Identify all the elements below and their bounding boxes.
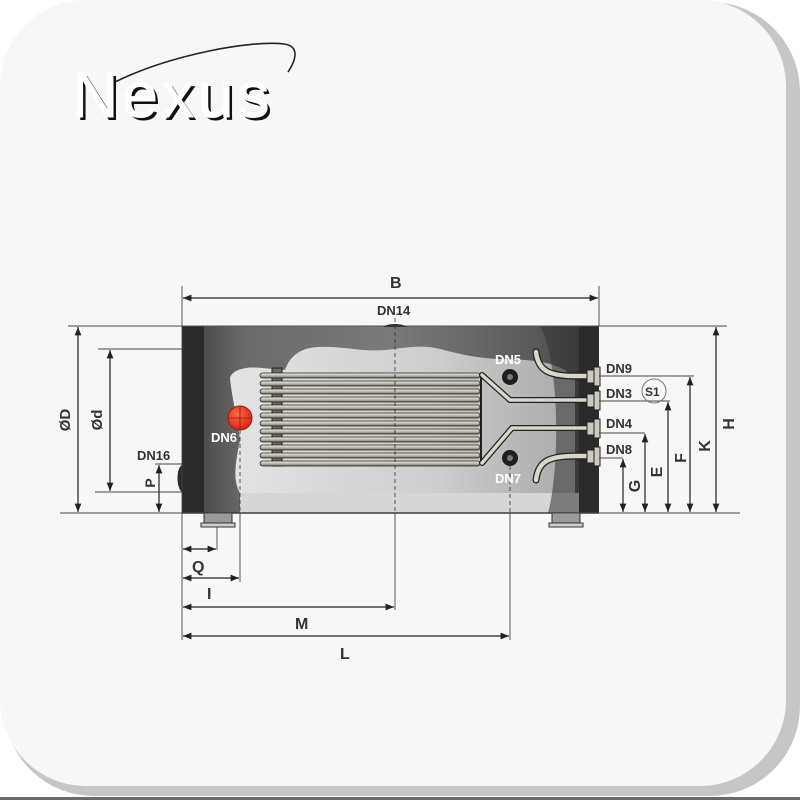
label-od: ØD — [57, 409, 74, 432]
label-f: F — [673, 453, 690, 463]
label-q: Q — [192, 559, 204, 576]
center-lines — [239, 318, 511, 513]
label-k: K — [697, 440, 714, 452]
label-dn4: DN4 — [606, 416, 633, 431]
label-m: M — [295, 616, 308, 633]
logo: Nexus Nexus — [72, 42, 296, 134]
label-p: P — [142, 478, 158, 487]
left-end-cap — [182, 326, 204, 513]
dn16-port — [177, 465, 182, 492]
left-foot — [200, 512, 236, 528]
label-dn9: DN9 — [606, 361, 632, 376]
dn6-marker — [227, 405, 253, 431]
connection-labels: DN14 DN5 DN7 DN6 DN16 DN9 DN3 DN4 DN8 S1 — [137, 303, 660, 486]
bottom-divider — [0, 797, 800, 800]
label-dn3: DN3 — [606, 386, 632, 401]
label-id: Ød — [89, 410, 106, 431]
label-e: E — [649, 466, 666, 477]
dn5-socket — [502, 369, 518, 385]
label-i: I — [207, 586, 211, 603]
label-dn8: DN8 — [606, 442, 632, 457]
dimension-arrows — [74, 294, 720, 640]
logo-text: Nexus — [72, 59, 273, 131]
label-dn6: DN6 — [211, 430, 237, 445]
label-s1: S1 — [645, 385, 660, 399]
right-foot — [548, 512, 584, 528]
extension-lines — [60, 286, 740, 640]
label-dn5: DN5 — [495, 352, 521, 367]
label-dn7: DN7 — [495, 471, 521, 486]
label-dn16: DN16 — [137, 448, 170, 463]
tank-bottom-strip — [240, 493, 580, 513]
dimension-labels: B M L Q I ØD Ød P H K F E G — [57, 275, 738, 663]
label-h: H — [721, 418, 738, 430]
label-b: B — [390, 275, 402, 292]
label-dn14: DN14 — [377, 303, 411, 318]
logo-shadow: Nexus — [75, 62, 276, 134]
coil-tubes — [259, 372, 481, 467]
label-l: L — [340, 646, 350, 663]
label-g: G — [627, 480, 644, 492]
heat-exchanger-coil — [259, 348, 601, 484]
s1-sensor-circle — [641, 378, 667, 404]
logo-swoosh — [114, 42, 296, 83]
dn7-socket — [502, 450, 518, 466]
